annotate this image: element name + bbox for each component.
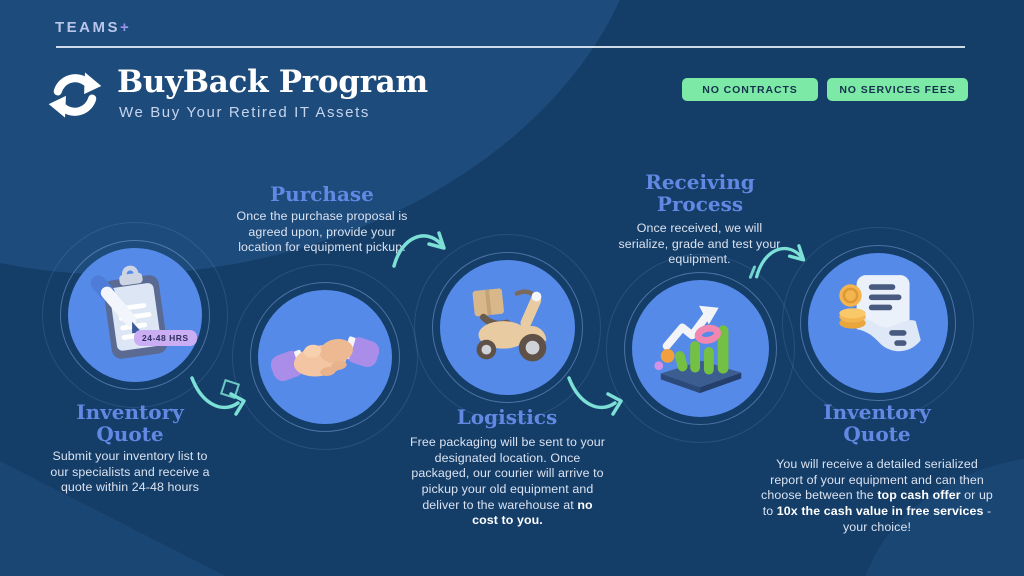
step-5-circle xyxy=(782,227,974,419)
handshake-icon xyxy=(271,336,379,381)
step-3-title: Logistics xyxy=(456,405,558,429)
badge-no-services-fees: NO SERVICES FEES xyxy=(827,78,968,101)
step-4-circle xyxy=(606,254,795,443)
badge-no-contracts: NO CONTRACTS xyxy=(682,78,818,101)
delivery-scooter-icon xyxy=(472,287,546,361)
brand-logo: TEAMS+ xyxy=(55,19,131,36)
page-title: BuyBack Program xyxy=(117,64,428,100)
step-2-circle xyxy=(232,264,418,450)
clipboard-pen-icon xyxy=(90,265,168,359)
recycle-arrows-icon xyxy=(48,72,102,118)
header-divider xyxy=(56,46,965,48)
receipt-coins-icon xyxy=(839,275,921,352)
flow-arrow-4-icon xyxy=(754,244,806,279)
step-2-title: Purchase xyxy=(270,182,374,206)
brand-plus-icon: + xyxy=(120,19,132,36)
step-5-title: Inventory Quote xyxy=(823,400,931,447)
flow-arrow-3-icon xyxy=(567,376,623,416)
step-4-title: Receiving Process xyxy=(645,170,755,217)
step-2-description: Once the purchase proposal is agreed upo… xyxy=(236,209,408,255)
flow-arrow-1-icon xyxy=(190,376,246,416)
step-1-description: Submit your inventory list to our specia… xyxy=(50,449,210,495)
growth-chart-icon xyxy=(653,305,741,393)
step-1-title: Inventory Quote xyxy=(76,400,184,447)
flow-arrow-2-icon xyxy=(392,231,446,268)
brand-logo-text: TEAMS xyxy=(55,19,120,36)
step-5-description: You will receive a detailed serialized r… xyxy=(761,457,993,534)
page-subtitle: We Buy Your Retired IT Assets xyxy=(119,104,370,121)
step-1-circle xyxy=(42,222,228,408)
step-3-circle xyxy=(414,234,601,421)
turnaround-badge: 24-48 HRS xyxy=(134,330,197,346)
step-3-description: Free packaging will be sent to your desi… xyxy=(410,435,605,528)
